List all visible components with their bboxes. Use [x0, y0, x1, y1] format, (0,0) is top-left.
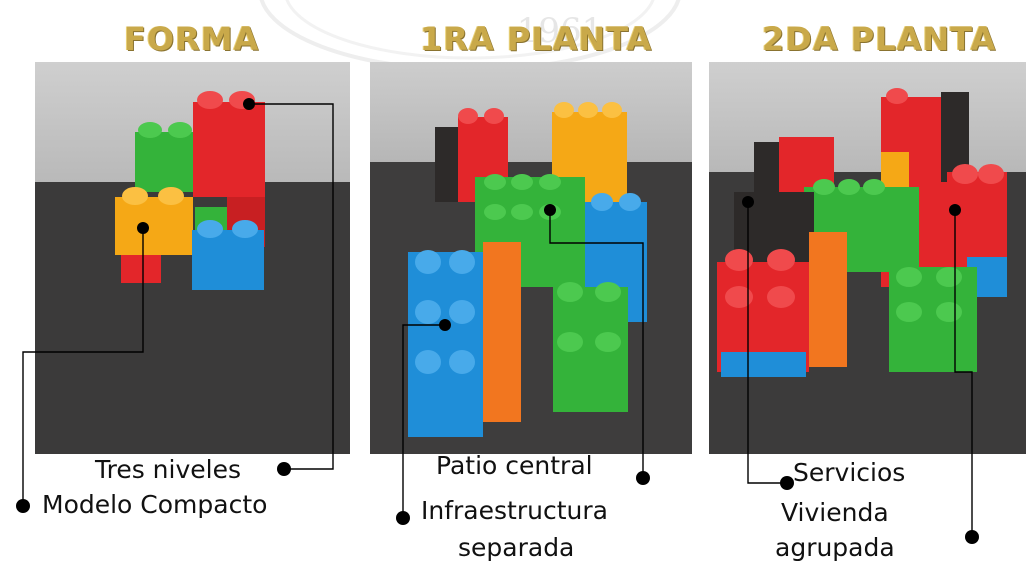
dot-infraestructura-caption — [396, 511, 410, 525]
photo-1ra-planta — [370, 62, 692, 454]
caption-patio-central: Patio central — [436, 451, 593, 480]
caption-vivienda: Vivienda — [781, 498, 889, 527]
caption-infraestructura: Infraestructura — [421, 496, 608, 525]
photo-forma — [35, 62, 350, 454]
caption-tres-niveles: Tres niveles — [95, 455, 241, 484]
seal-year: 1961 — [517, 11, 604, 51]
dot-tres-niveles-caption — [277, 462, 291, 476]
dot-patio-central-caption — [636, 471, 650, 485]
dot-servicios-caption — [780, 476, 794, 490]
title-forma: FORMA — [124, 20, 260, 58]
dot-modelo-compacto-caption — [16, 499, 30, 513]
caption-separada: separada — [458, 533, 575, 562]
title-1ra-planta: 1RA PLANTA — [420, 20, 653, 58]
caption-modelo-compacto: Modelo Compacto — [42, 490, 268, 519]
caption-agrupada: agrupada — [775, 533, 895, 562]
title-2da-planta: 2DA PLANTA — [762, 20, 997, 58]
photo-2da-planta — [709, 62, 1026, 454]
caption-servicios: Servicios — [793, 458, 906, 487]
dot-vivienda-caption — [965, 530, 979, 544]
